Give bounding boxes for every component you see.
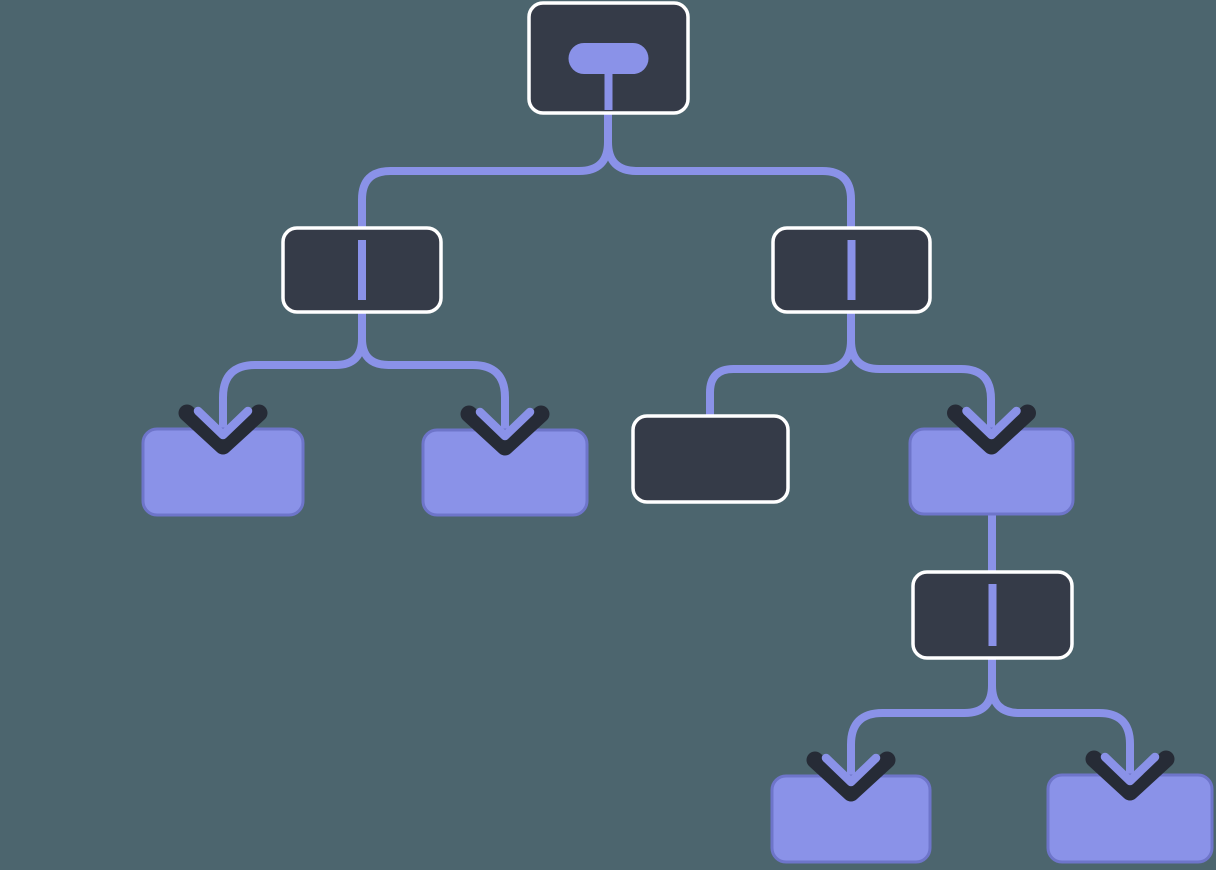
- tree-node-node-plain-dark[interactable]: [631, 414, 790, 504]
- tree-node-branch-lower[interactable]: [911, 570, 1074, 660]
- collapse-arrow-marker[interactable]: [806, 751, 896, 802]
- edges-layer: [219, 113, 1134, 776]
- node-body-purple[interactable]: [421, 428, 589, 517]
- chevron-down-icon[interactable]: [947, 404, 1036, 455]
- chevron-down-icon[interactable]: [1085, 750, 1175, 801]
- tree-node-node-mid-purple[interactable]: [908, 427, 1075, 516]
- markers-layer: [178, 404, 1175, 802]
- arrowhead-down-icon: [962, 406, 1021, 440]
- tree-node-root[interactable]: [527, 1, 690, 115]
- tree-node-leaf-left-2[interactable]: [421, 428, 589, 517]
- tree-node-branch-right[interactable]: [771, 226, 932, 314]
- collapse-arrow-marker[interactable]: [1085, 750, 1175, 801]
- root-pill-icon: [568, 43, 649, 74]
- edge-root-to-branch-right: [604, 113, 855, 228]
- edge-root-to-branch-left: [358, 113, 612, 228]
- arrowhead-down-icon: [193, 406, 253, 440]
- chevron-down-icon[interactable]: [460, 405, 550, 456]
- edge-branch-right-to-plain: [706, 312, 855, 416]
- nodes-layer: [141, 1, 1214, 864]
- node-body-purple[interactable]: [1046, 773, 1214, 864]
- tree-node-branch-left[interactable]: [281, 226, 443, 314]
- chevron-down-icon[interactable]: [806, 751, 896, 802]
- chevron-down-icon[interactable]: [178, 404, 268, 455]
- tree-node-leaf-left-1[interactable]: [141, 427, 305, 517]
- collapse-arrow-marker[interactable]: [178, 404, 268, 455]
- tree-node-leaf-bottom-1[interactable]: [770, 774, 932, 864]
- edge-branch-left-to-leaf-2: [358, 312, 509, 430]
- arrowhead-down-icon: [821, 753, 881, 787]
- edge-branch-right-to-mid: [847, 312, 995, 429]
- node-body-purple[interactable]: [770, 774, 932, 864]
- node-body-purple[interactable]: [908, 427, 1075, 516]
- collapse-arrow-marker[interactable]: [460, 405, 550, 456]
- arrowhead-down-icon: [475, 407, 535, 441]
- node-body-purple[interactable]: [141, 427, 305, 517]
- node-body-dark[interactable]: [631, 414, 790, 504]
- arrowhead-down-icon: [1100, 752, 1160, 786]
- edge-branch-lower-to-bottom-2: [988, 658, 1134, 775]
- collapse-arrow-marker[interactable]: [947, 404, 1036, 455]
- tree-node-leaf-bottom-2[interactable]: [1046, 773, 1214, 864]
